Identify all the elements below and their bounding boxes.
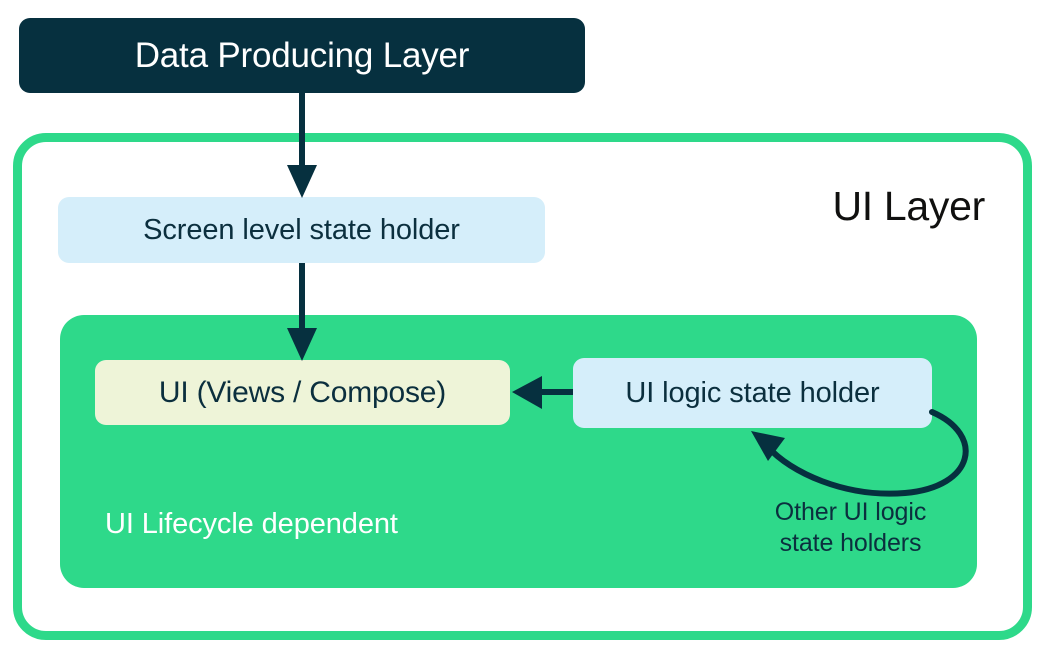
ui-views-compose-label: UI (Views / Compose) bbox=[158, 375, 447, 409]
data-producing-layer-label: Data Producing Layer bbox=[134, 36, 470, 75]
ui-layer-title: UI Layer bbox=[832, 183, 985, 229]
ui-lifecycle-dependent-label: UI Lifecycle dependent bbox=[105, 508, 398, 540]
ui-logic-state-holder-node: UI logic state holder bbox=[573, 358, 932, 428]
other-ui-logic-state-holders-caption: Other UI logic state holders bbox=[748, 497, 953, 559]
other-holders-line-2: state holders bbox=[779, 529, 922, 557]
other-holders-line-1: Other UI logic bbox=[774, 498, 927, 526]
data-producing-layer-node: Data Producing Layer bbox=[19, 18, 585, 93]
screen-level-state-holder-node: Screen level state holder bbox=[58, 197, 545, 263]
screen-level-state-holder-label: Screen level state holder bbox=[143, 213, 460, 246]
ui-logic-state-holder-label: UI logic state holder bbox=[625, 376, 880, 409]
ui-views-compose-node: UI (Views / Compose) bbox=[95, 360, 510, 425]
ui-layer-container bbox=[13, 133, 1032, 640]
